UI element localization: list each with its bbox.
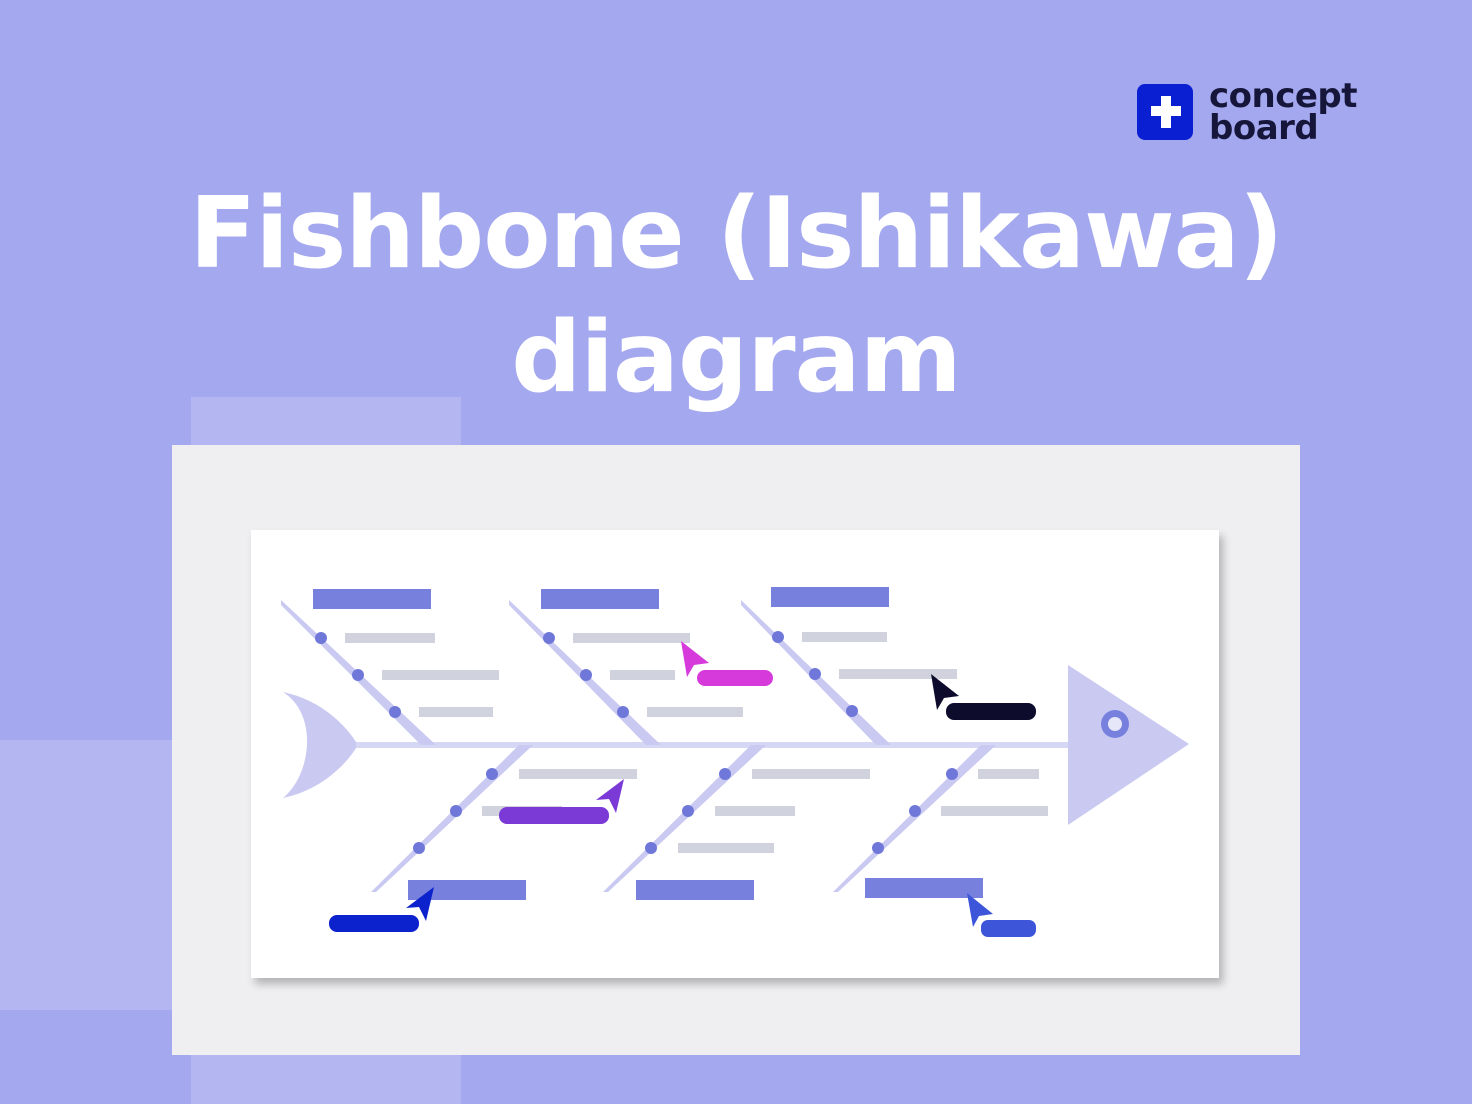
cursor-purple bbox=[499, 779, 624, 824]
logo-word-concept: concept bbox=[1209, 76, 1358, 116]
cursor-magenta bbox=[681, 641, 773, 686]
page-title: Fishbone (Ishikawa) diagram bbox=[0, 172, 1472, 420]
plus-logo-icon bbox=[1137, 84, 1193, 140]
title-line-1: Fishbone (Ishikawa) bbox=[189, 177, 1283, 291]
cursor-black bbox=[931, 674, 1036, 720]
cause-dots bbox=[315, 631, 958, 854]
category-bar bbox=[541, 589, 659, 609]
logo-word-board: board bbox=[1209, 108, 1319, 148]
fish-spine bbox=[356, 742, 1076, 748]
category-bar bbox=[408, 880, 526, 900]
fishbone-diagram bbox=[281, 587, 1189, 937]
fish-tail bbox=[283, 692, 358, 798]
category-bar bbox=[865, 878, 983, 898]
lower-bones bbox=[371, 745, 996, 892]
logo-wordmark: concept board bbox=[1209, 76, 1358, 148]
placeholder-lines bbox=[345, 632, 1048, 853]
cursor-lightblue bbox=[967, 893, 1036, 937]
fishbone-diagram-card bbox=[251, 530, 1219, 978]
background-block bbox=[0, 740, 191, 1010]
category-bar bbox=[771, 587, 889, 607]
title-line-2: diagram bbox=[511, 301, 962, 415]
conceptboard-logo: concept board bbox=[1137, 76, 1358, 148]
category-bar bbox=[313, 589, 431, 609]
category-bar bbox=[636, 880, 754, 900]
fish-head bbox=[1068, 665, 1189, 825]
cursor-blue bbox=[329, 887, 434, 932]
